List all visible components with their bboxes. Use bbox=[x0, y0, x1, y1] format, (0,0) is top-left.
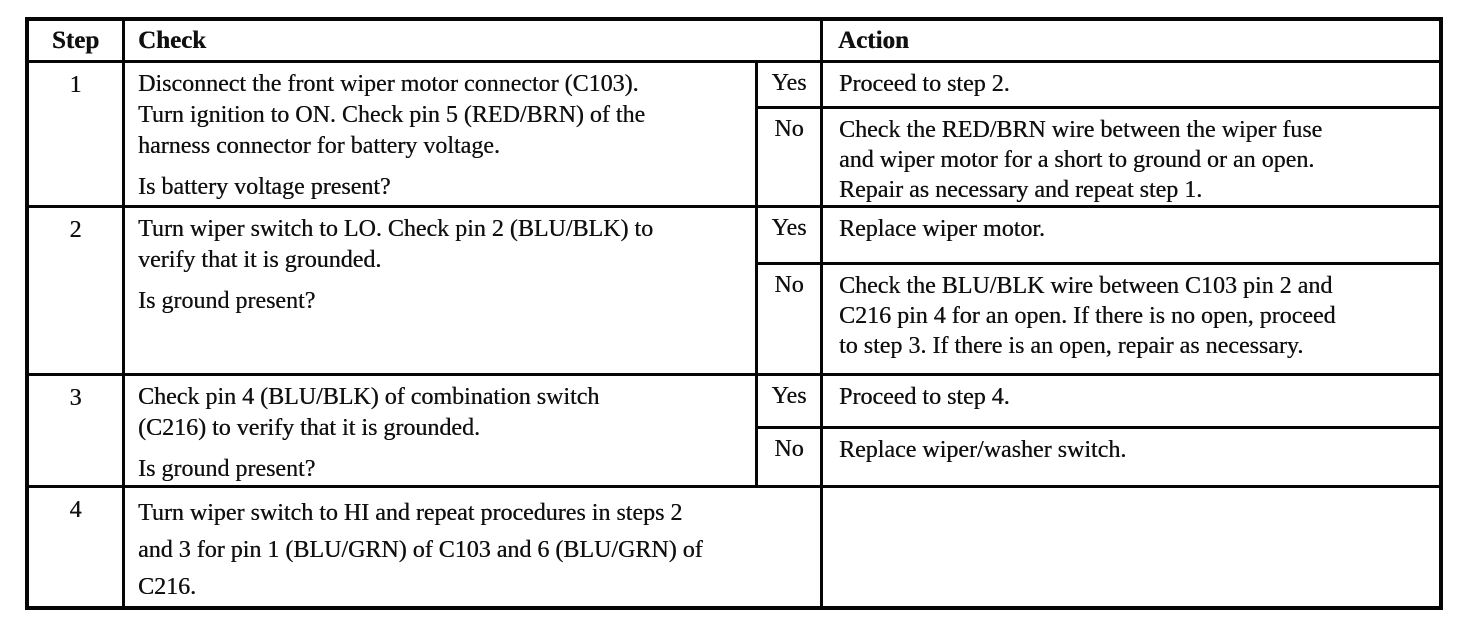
table-row-step-2: 2 Turn wiper switch to LO. Check pin 2 (… bbox=[29, 207, 1439, 376]
no-branch: No Replace wiper/washer switch. bbox=[758, 429, 1439, 485]
no-label: No bbox=[758, 108, 823, 205]
no-label: No bbox=[758, 429, 823, 485]
no-action: Replace wiper/washer switch. bbox=[839, 437, 1127, 463]
yes-branch: Yes Proceed to step 2. bbox=[758, 62, 1439, 109]
action-cell-empty bbox=[823, 488, 1439, 606]
step-number: 3 bbox=[29, 376, 125, 485]
step-number: 4 bbox=[29, 488, 125, 606]
table-row-step-3: 3 Check pin 4 (BLU/BLK) of combination s… bbox=[29, 376, 1439, 488]
check-cell: Turn wiper switch to LO. Check pin 2 (BL… bbox=[125, 207, 758, 373]
no-label: No bbox=[758, 264, 823, 373]
no-action: Check the RED/BRN wire between the wiper… bbox=[839, 116, 1323, 203]
header-check: Check bbox=[125, 21, 823, 60]
yes-label: Yes bbox=[758, 207, 823, 262]
yes-action: Replace wiper motor. bbox=[839, 215, 1045, 242]
table-row-step-1: 1 Disconnect the front wiper motor conne… bbox=[29, 62, 1439, 208]
header-step: Step bbox=[29, 21, 125, 60]
check-question: Is battery voltage present? bbox=[138, 173, 391, 200]
header-action: Action bbox=[838, 27, 909, 54]
branches: Yes Replace wiper motor. No Check the BL… bbox=[758, 207, 1439, 373]
check-text: Turn wiper switch to LO. Check pin 2 (BL… bbox=[138, 215, 654, 273]
yes-label: Yes bbox=[758, 376, 823, 426]
check-cell: Turn wiper switch to HI and repeat proce… bbox=[125, 488, 823, 606]
branches: Yes Proceed to step 2. No Check the RED/… bbox=[758, 62, 1439, 205]
table-header-row: Step Check Action bbox=[29, 21, 1439, 63]
no-action: Check the BLU/BLK wire between C103 pin … bbox=[839, 272, 1336, 359]
check-cell: Check pin 4 (BLU/BLK) of combination swi… bbox=[125, 376, 758, 485]
no-branch: No Check the RED/BRN wire between the wi… bbox=[758, 108, 1439, 205]
yes-action: Proceed to step 4. bbox=[839, 384, 1010, 410]
check-text: Disconnect the front wiper motor connect… bbox=[138, 70, 646, 159]
no-branch: No Check the BLU/BLK wire between C103 p… bbox=[758, 264, 1439, 373]
yes-branch: Yes Replace wiper motor. bbox=[758, 207, 1439, 265]
check-cell: Disconnect the front wiper motor connect… bbox=[125, 62, 758, 205]
yes-label: Yes bbox=[758, 62, 823, 106]
check-question: Is ground present? bbox=[138, 456, 316, 482]
yes-branch: Yes Proceed to step 4. bbox=[758, 376, 1439, 429]
check-question: Is ground present? bbox=[138, 287, 316, 314]
step-number: 1 bbox=[29, 62, 125, 205]
branches: Yes Proceed to step 4. No Replace wiper/… bbox=[758, 376, 1439, 485]
yes-action: Proceed to step 2. bbox=[839, 70, 1010, 97]
step-number: 2 bbox=[29, 207, 125, 373]
check-text: Check pin 4 (BLU/BLK) of combination swi… bbox=[138, 384, 600, 441]
table-row-step-4: 4 Turn wiper switch to HI and repeat pro… bbox=[29, 488, 1439, 606]
troubleshooting-table: Step Check Action 1 Disconnect the front… bbox=[25, 17, 1443, 610]
